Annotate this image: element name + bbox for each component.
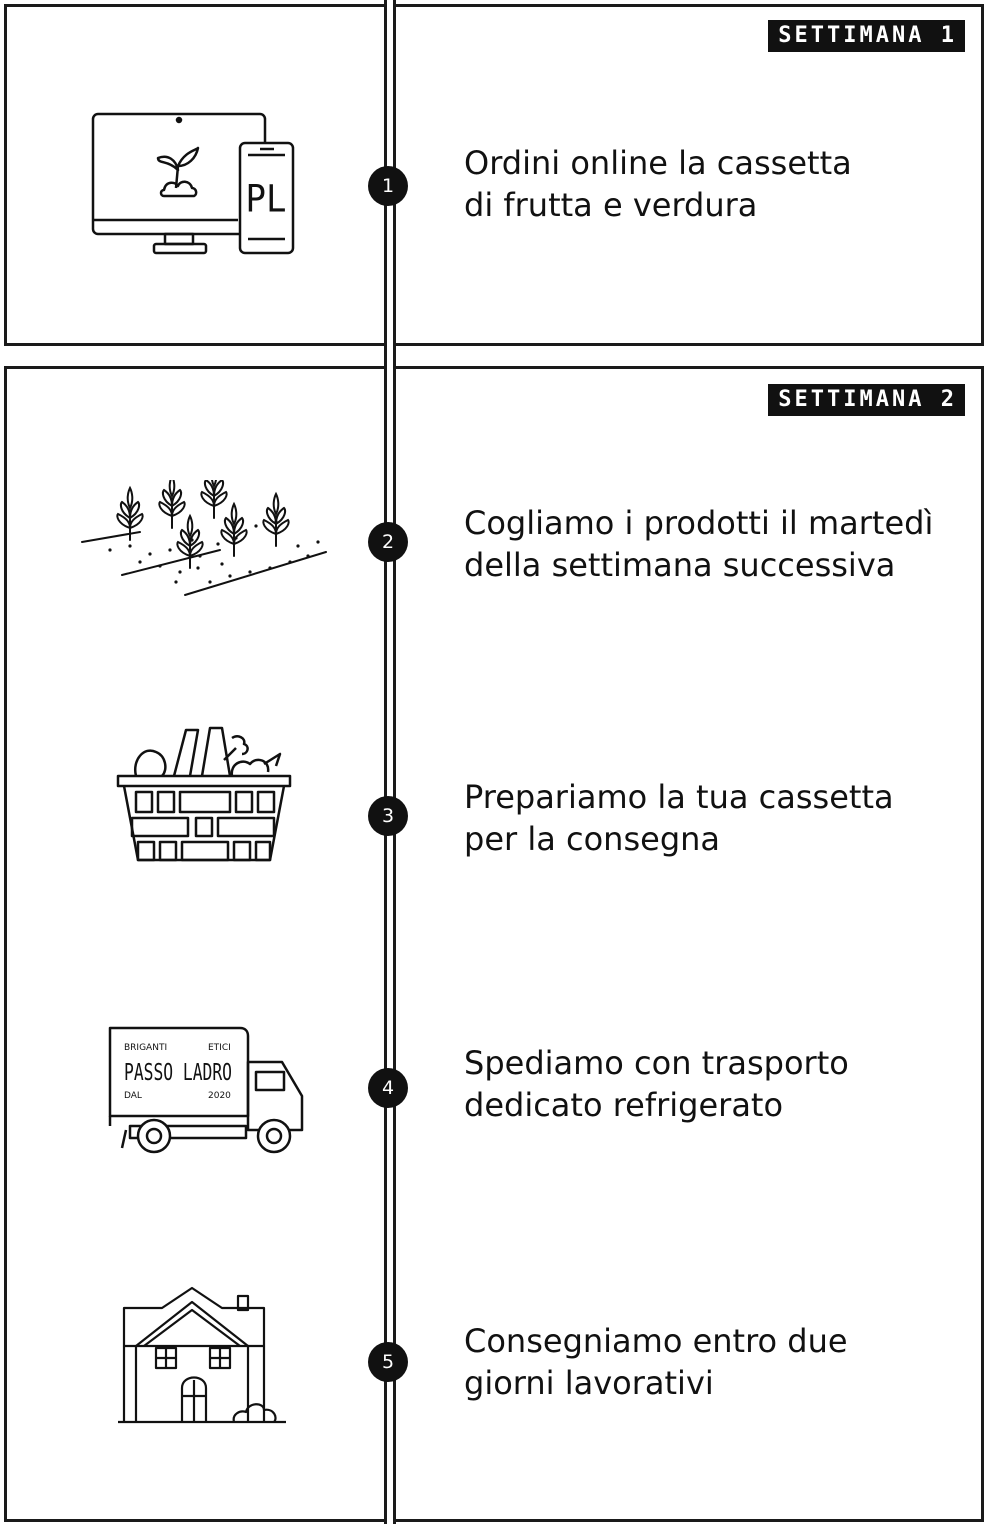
devices-icon: PL	[88, 108, 308, 258]
step-4-line-2: dedicato refrigerato	[464, 1086, 784, 1124]
step-5-text: Consegniamo entro due giorni lavorativi	[464, 1320, 964, 1404]
step-2-line-2: della settimana successiva	[464, 546, 896, 584]
svg-text:PL: PL	[246, 178, 287, 221]
svg-text:2020: 2020	[208, 1091, 231, 1101]
step-1-number: 1	[368, 166, 408, 206]
timeline-spine	[384, 0, 396, 1524]
basket-icon	[114, 720, 294, 870]
field-icon	[80, 480, 330, 600]
step-1-text: Ordini online la cassetta di frutta e ve…	[464, 142, 964, 226]
step-2-text: Cogliamo i prodotti il martedì della set…	[464, 502, 964, 586]
week-1-panel	[4, 4, 984, 346]
step-3-line-1: Prepariamo la tua cassetta	[464, 778, 894, 816]
step-2-line-1: Cogliamo i prodotti il martedì	[464, 504, 934, 542]
step-4-text: Spediamo con trasporto dedicato refriger…	[464, 1042, 964, 1126]
step-2-number: 2	[368, 522, 408, 562]
truck-icon: BRIGANTI ETICI PASSO LADRO DAL 2020	[106, 1022, 306, 1162]
week-1-badge: SETTIMANA 1	[768, 20, 965, 52]
step-4-line-1: Spediamo con trasporto	[464, 1044, 849, 1082]
step-1-line-2: di frutta e verdura	[464, 186, 758, 224]
step-3-text: Prepariamo la tua cassetta per la conseg…	[464, 776, 964, 860]
svg-text:DAL: DAL	[124, 1091, 142, 1101]
step-3-number: 3	[368, 796, 408, 836]
svg-text:ETICI: ETICI	[208, 1043, 231, 1053]
step-5-number: 5	[368, 1342, 408, 1382]
svg-text:BRIGANTI: BRIGANTI	[124, 1043, 167, 1053]
step-5-line-2: giorni lavorativi	[464, 1364, 714, 1402]
week-2-badge: SETTIMANA 2	[768, 384, 965, 416]
step-3-line-2: per la consegna	[464, 820, 721, 858]
step-5-line-1: Consegniamo entro due	[464, 1322, 848, 1360]
step-1-line-1: Ordini online la cassetta	[464, 144, 852, 182]
step-4-number: 4	[368, 1068, 408, 1108]
svg-text:PASSO LADRO: PASSO LADRO	[124, 1060, 232, 1086]
house-icon	[114, 1284, 294, 1429]
